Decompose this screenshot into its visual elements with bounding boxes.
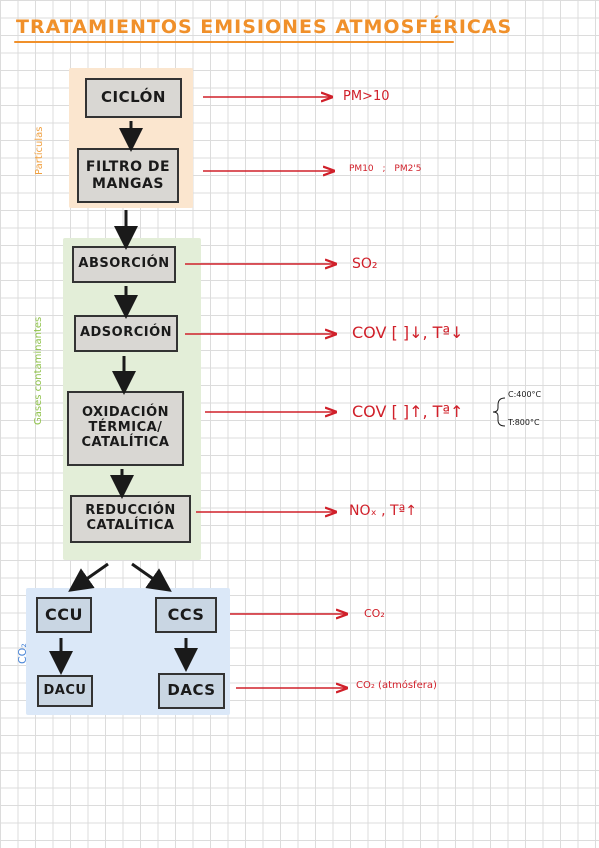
output-reduccion: NOₓ , Tª↑ xyxy=(349,503,417,519)
output-filtro: PM10 ; PM2'5 xyxy=(349,164,422,174)
page-title: TRATAMIENTOS EMISIONES ATMOSFÉRICAS xyxy=(16,16,513,38)
flow-arrow-reduccion-ccs xyxy=(131,562,172,592)
output-absorcion: SO₂ xyxy=(352,256,378,272)
box-absorcion: ABSORCIÓN xyxy=(72,246,176,283)
temperature-brace xyxy=(492,397,506,427)
title-underline xyxy=(14,41,454,43)
output-dacs: CO₂ (atmósfera) xyxy=(356,680,437,691)
output-oxidacion-cat-temp: C:400°C xyxy=(508,390,542,399)
box-oxidacion: OXIDACIÓN TÉRMICA/ CATALÍTICA xyxy=(67,391,184,466)
output-ccs: CO₂ xyxy=(364,607,385,620)
output-ciclon: PM>10 xyxy=(343,89,390,104)
output-adsorcion: COV [ ]↓, Tª↓ xyxy=(352,323,464,342)
box-ciclon: CICLÓN xyxy=(85,78,182,118)
flow-arrow-reduccion-ccu xyxy=(68,562,109,592)
box-adsorcion: ADSORCIÓN xyxy=(74,315,178,352)
output-oxidacion: COV [ ]↑, Tª↑ xyxy=(352,402,464,421)
box-reduccion: REDUCCIÓN CATALÍTICA xyxy=(70,495,191,543)
box-dacs: DACS xyxy=(158,673,225,709)
output-oxidacion-therm-temp: T:800°C xyxy=(508,418,540,427)
box-ccs: CCS xyxy=(155,597,217,633)
box-dacu: DACU xyxy=(37,675,93,707)
box-ccu: CCU xyxy=(36,597,92,633)
